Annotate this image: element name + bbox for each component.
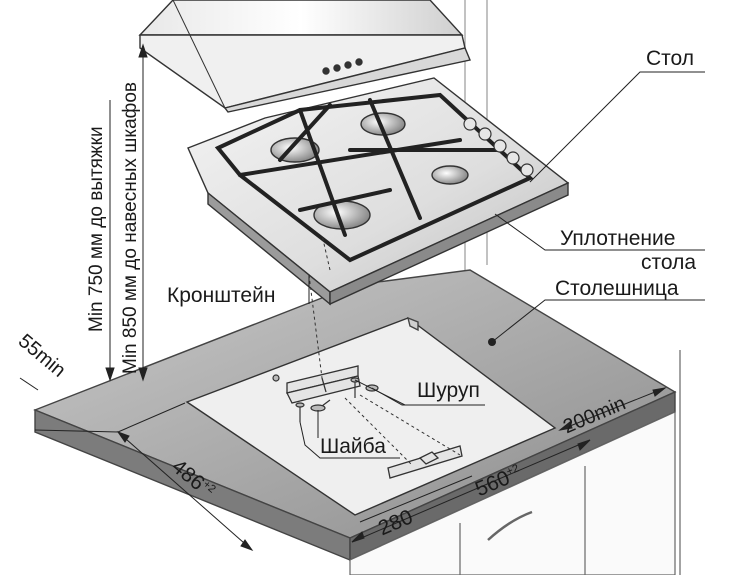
label-table: Стол [646,47,695,70]
label-washer: Шайба [320,435,386,458]
dimension-min-hood: Min 750 мм до вытяжки [86,126,107,332]
countertop [33,269,677,562]
width-dimension-line [351,439,591,543]
base-cabinet [349,350,681,575]
label-seal-line2: стола [641,251,697,274]
label-countertop: Столешница [555,277,679,300]
side-margin-dimension-line [558,387,667,431]
countertop-marker [488,338,496,346]
dimension-min-cabinets: Min 850 мм до навесных шкафов [120,82,141,374]
bracket [286,365,361,404]
extractor-hood [138,0,471,113]
label-seal-line1: Уплотнение [560,227,676,250]
bracket-installed [387,445,463,479]
label-screw: Шуруп [417,379,480,402]
vertical-dimension-lines [105,43,148,382]
gas-hob [187,77,570,306]
guide-lines [308,234,461,466]
leader-lines [299,71,705,459]
label-bracket: Кронштейн [167,284,276,307]
depth-dimension-line [19,377,254,552]
